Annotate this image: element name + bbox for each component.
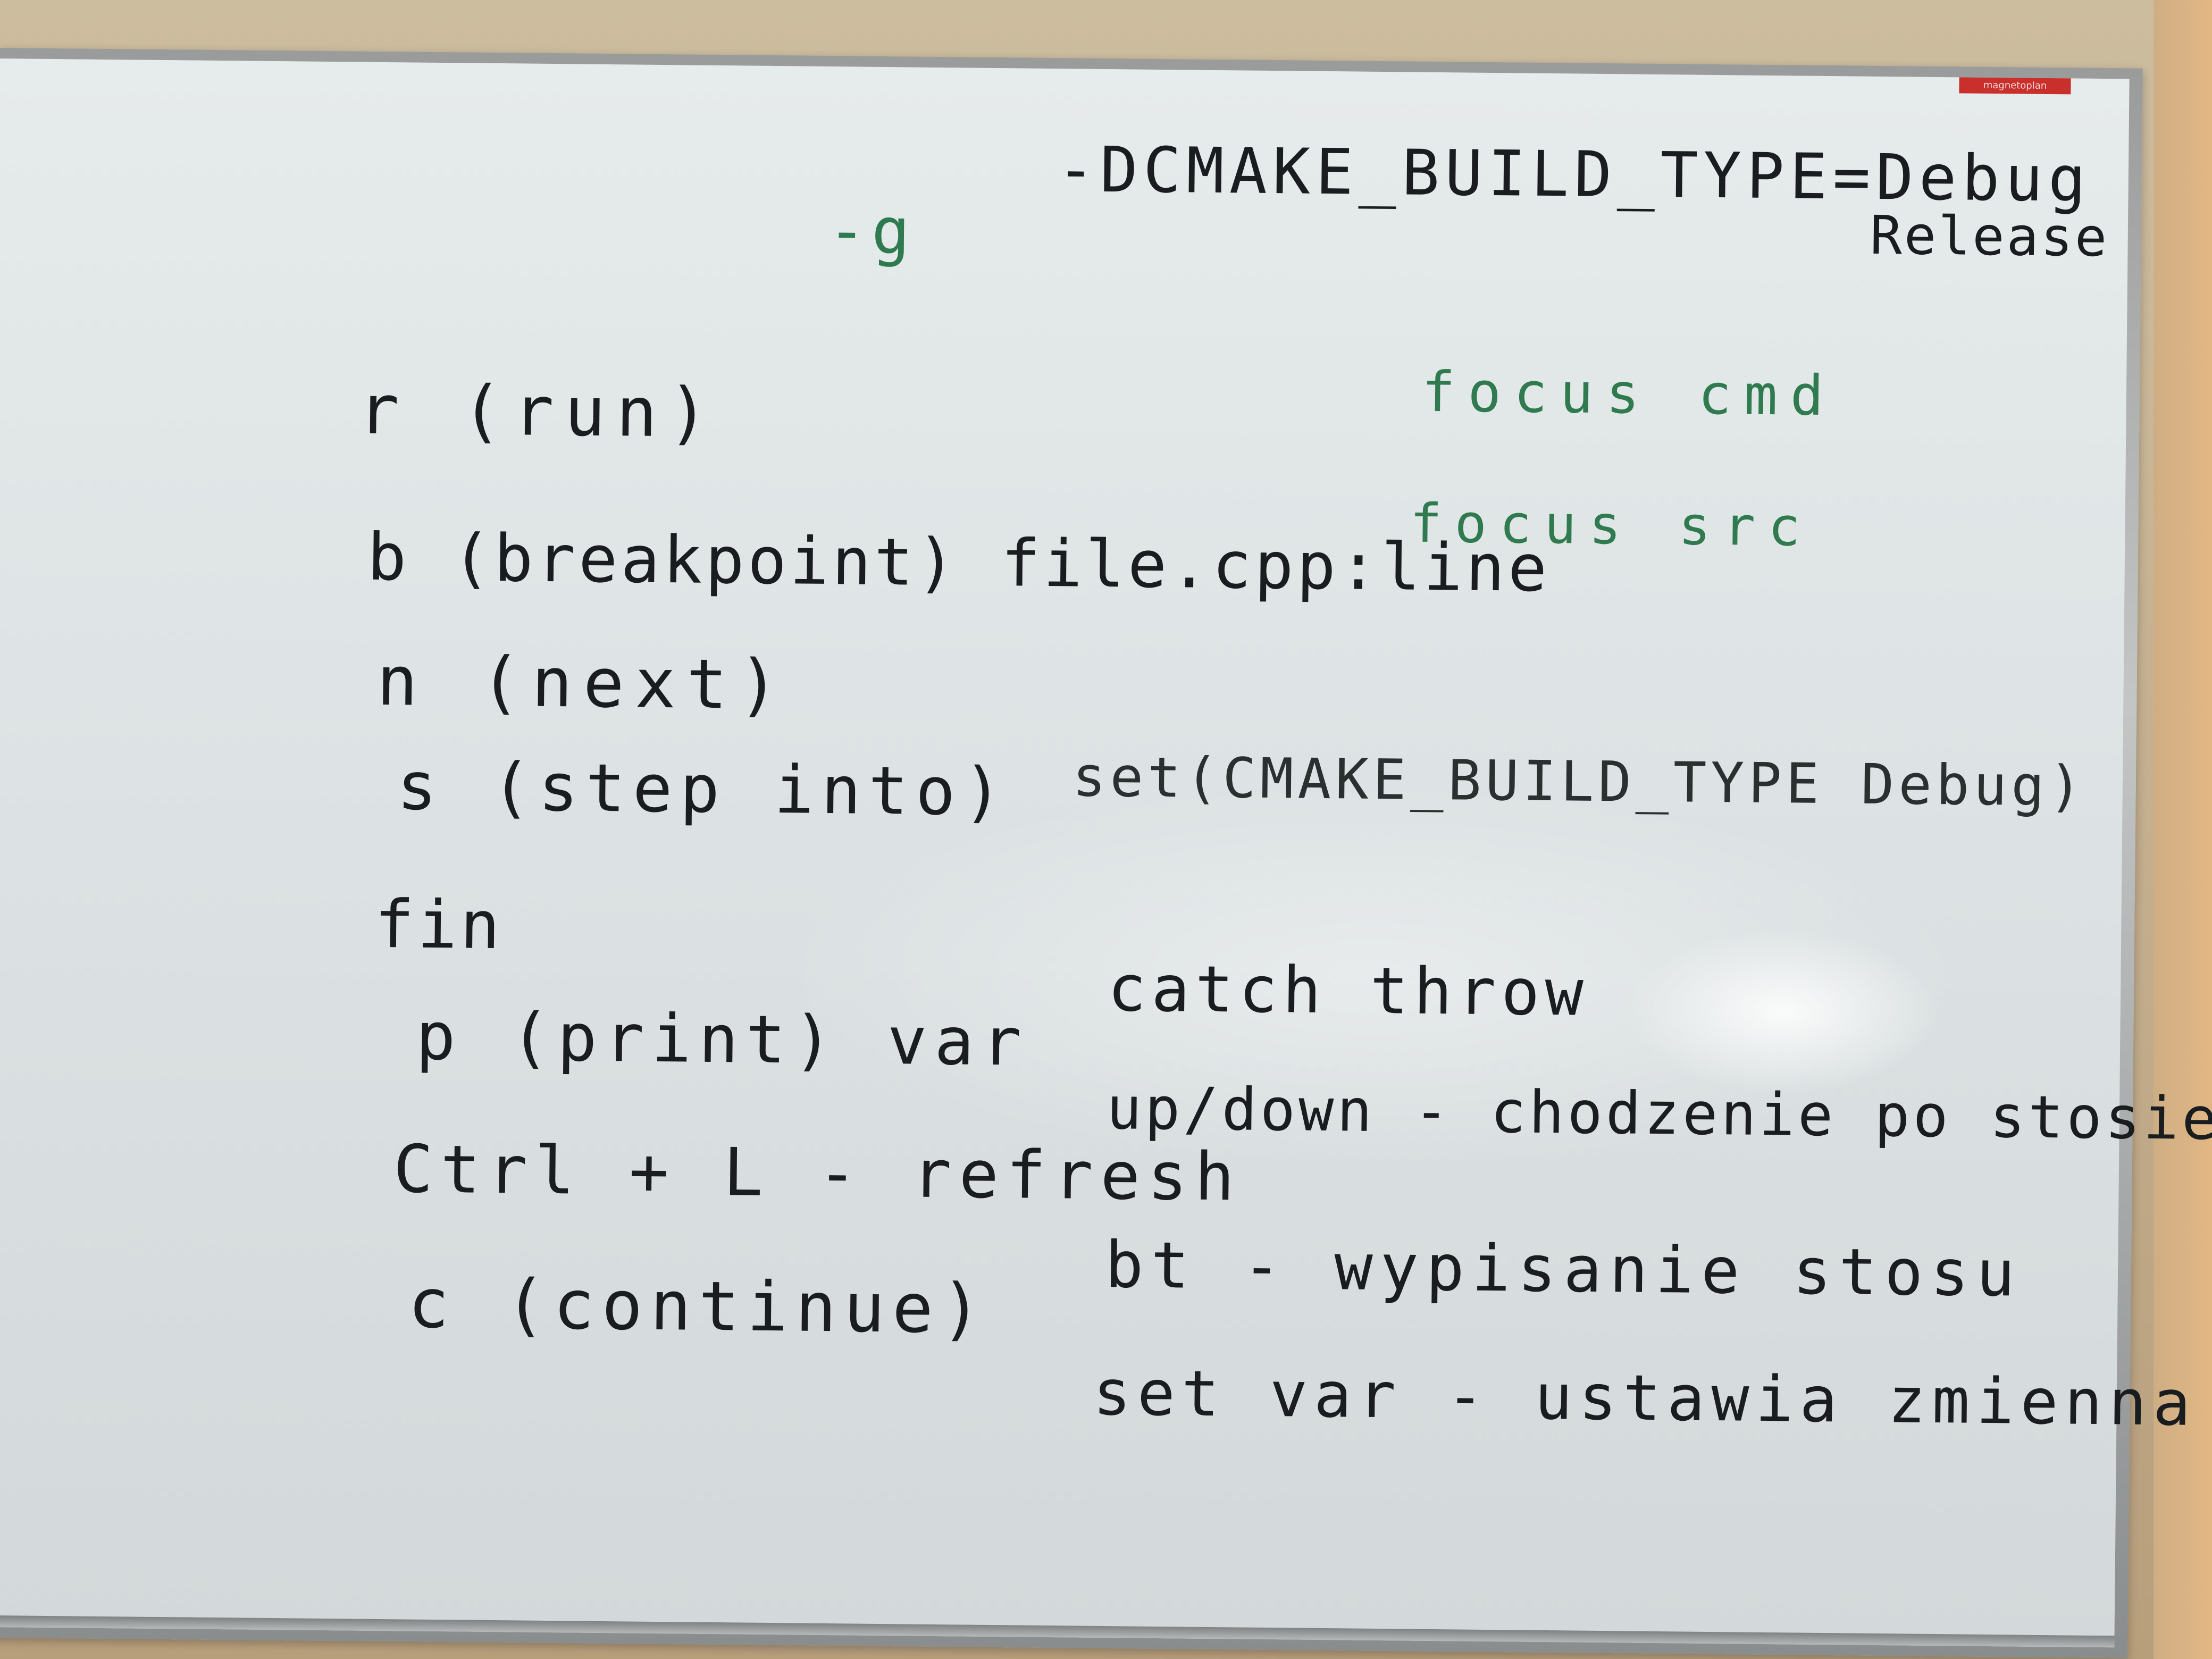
focus-cmd-text: focus cmd [1421,359,1837,429]
whiteboard-frame: magnetoplan -DCMAKE_BUILD_TYPE=Debug Rel… [0,48,2212,1658]
release-text: Release [1870,204,2109,269]
cmd-run: r (run) [357,370,720,454]
cmd-backtrace: bt - wypisanie stosu [1104,1228,2023,1311]
cmake-flag-text: -DCMAKE_BUILD_TYPE=Debug [1057,132,2092,216]
wall-edge [2154,0,2212,1659]
cmd-up-down: up/down - chodzenie po stosie [1106,1074,2212,1153]
whiteboard-surface: magnetoplan -DCMAKE_BUILD_TYPE=Debug Rel… [0,58,2212,1648]
g-flag-text: -g [827,194,916,269]
cmd-finish: fin [374,886,504,965]
cmd-continue: c (continue) [407,1264,990,1349]
cmd-breakpoint: b (breakpoint) file.cpp:line [367,519,1551,607]
cmd-step-into: s (step into) [397,748,1010,831]
set-cmake-build-type: set(CMAKE_BUILD_TYPE Debug) [1072,744,2087,819]
cmd-next: n (next) [376,641,790,725]
cmd-refresh: Ctrl + L - refresh [393,1131,1243,1216]
cmd-print: p (print) var [415,998,1029,1081]
cmd-catch-throw: catch throw [1107,952,1589,1030]
cmd-set-var: set var - ustawia zmienna [1093,1355,2198,1440]
frame-label: magnetoplan [1959,77,2071,95]
